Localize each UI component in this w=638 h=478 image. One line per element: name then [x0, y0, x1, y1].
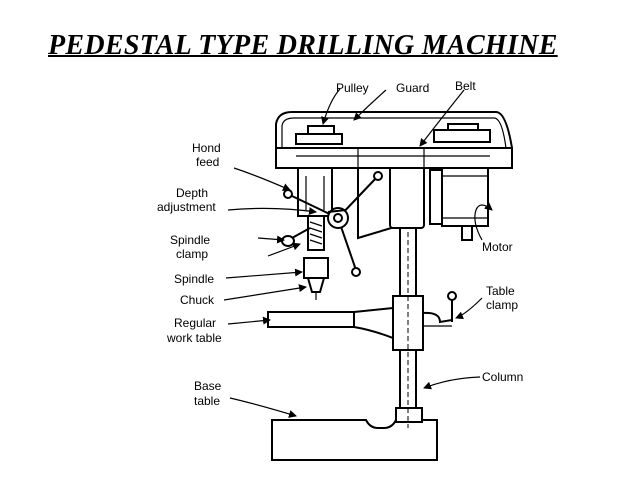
label-column: Column [482, 370, 523, 384]
label-motor: Motor [482, 240, 513, 254]
spindle [307, 215, 325, 251]
label-base-line1: Base [194, 379, 222, 393]
label-spindle-clamp-line2: clamp [176, 247, 208, 261]
label-depth-line1: Depth [176, 186, 208, 200]
work-table [267, 307, 394, 339]
table-clamp [422, 291, 457, 327]
page-title: PEDESTAL TYPE DRILLING MACHINE [48, 30, 558, 61]
label-work-table-line2: work table [166, 331, 222, 345]
label-chuck: Chuck [180, 293, 215, 307]
label-table-clamp-line1: Table [486, 284, 515, 298]
label-spindle: Spindle [174, 272, 214, 286]
spindle-housing [297, 167, 333, 217]
labels: Pulley Guard Belt Hond feed Depth adjust… [157, 79, 523, 408]
chuck [303, 257, 329, 300]
base-table [271, 419, 438, 461]
spindle-clamp [281, 227, 311, 247]
label-belt: Belt [455, 79, 476, 93]
label-base-line2: table [194, 394, 220, 408]
label-guard: Guard [396, 81, 429, 95]
label-depth-line2: adjustment [157, 200, 216, 214]
label-pulley: Pulley [336, 81, 369, 95]
label-hand-feed-line2: feed [196, 155, 219, 169]
leader-lines [223, 88, 493, 418]
pulley-belt-assembly [275, 123, 513, 169]
label-spindle-clamp-line1: Spindle [170, 233, 210, 247]
label-work-table-line1: Regular [174, 316, 216, 330]
depth-adjustment [327, 209, 347, 213]
hand-feed-wheel [283, 171, 383, 277]
label-table-clamp-line2: clamp [486, 298, 518, 312]
label-hand-feed-line1: Hond [192, 141, 221, 155]
belt-guard [275, 111, 513, 149]
